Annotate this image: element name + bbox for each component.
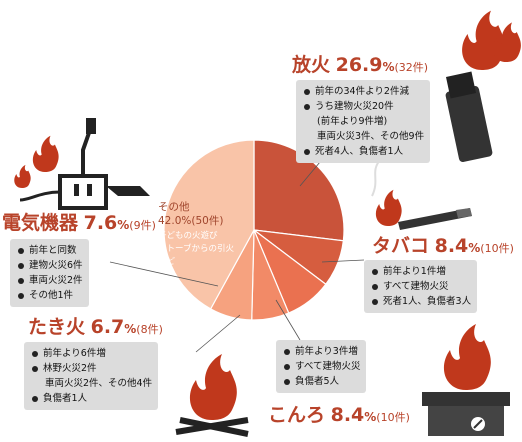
note-item: うち建物火災20件 xyxy=(304,99,424,114)
note-item: 死者1人、負傷者3人 xyxy=(372,294,471,309)
notes-electric: 前年と同数 建物火災6件 車両火災2件 その他1件 xyxy=(10,239,89,307)
bonfire-count: (8件) xyxy=(136,323,163,336)
note-item: 車両火災2件 xyxy=(18,273,83,288)
arson-unit: % xyxy=(382,60,395,74)
other-note-1: 子どもの火遊び xyxy=(158,231,218,241)
electric-count: (9件) xyxy=(129,219,156,232)
notes-bonfire: 前年より6件増 林野火災2件 車両火災2件、その他4件 負傷者1人 xyxy=(24,342,159,410)
note-item: すべて建物火災 xyxy=(372,279,471,294)
note-item: 負傷者1人 xyxy=(32,391,152,406)
tobacco-pct: 8.4 xyxy=(434,235,469,257)
tobacco-name: タバコ xyxy=(372,235,430,257)
note-item: その他1件 xyxy=(18,288,83,303)
leader-tobacco xyxy=(321,259,365,263)
note-item: (前年より9件増) xyxy=(317,116,388,127)
note-item: 車両火災2件、その他4件 xyxy=(45,378,153,389)
note-item: 車両火災3件、その他9件 xyxy=(317,131,425,142)
note-item: 前年と同数 xyxy=(18,243,83,258)
note-item: 前年より3件増 xyxy=(284,344,360,359)
electric-pct: 7.6 xyxy=(83,212,118,234)
electric-unit: % xyxy=(117,218,130,232)
label-arson: 放火 26.9%(32件) xyxy=(292,56,428,75)
stove-count: (10件) xyxy=(376,411,410,424)
note-item: 負傷者5人 xyxy=(284,374,360,389)
label-tobacco: タバコ 8.4%(10件) xyxy=(372,237,514,256)
label-electric: 電気機器 7.6%(9件) xyxy=(2,214,156,233)
label-other: その他 42.0%(50件) 子どもの火遊び ストーブからの引火 など xyxy=(158,200,234,269)
arson-name: 放火 xyxy=(292,54,331,76)
notes-stove: 前年より3件増 すべて建物火災 負傷者5人 xyxy=(276,340,367,393)
other-note-3: など xyxy=(158,257,176,267)
note-item: 林野火災2件 xyxy=(32,361,152,376)
pie-slice-放火 xyxy=(253,139,345,242)
bonfire-unit: % xyxy=(124,322,137,336)
pie-slice-その他 xyxy=(163,139,255,310)
note-item: 前年より6件増 xyxy=(32,346,152,361)
note-item: すべて建物火災 xyxy=(284,359,360,374)
arson-count: (32件) xyxy=(394,61,429,74)
label-stove: こんろ 8.4%(10件) xyxy=(268,406,410,425)
notes-arson: 前年の34件より2件減 うち建物火災20件 (前年より9件増) 車両火災3件、そ… xyxy=(296,80,431,163)
electric-name: 電気機器 xyxy=(2,212,79,234)
tobacco-unit: % xyxy=(468,241,481,255)
stove-unit: % xyxy=(364,410,377,424)
note-item: 建物火災6件 xyxy=(18,258,83,273)
stove-pct: 8.4 xyxy=(330,404,365,426)
plug-icon xyxy=(14,118,150,210)
note-item: 前年の34件より2件減 xyxy=(304,84,424,99)
other-name: その他 xyxy=(158,201,190,213)
bonfire-pct: 6.7 xyxy=(90,316,125,338)
stove-name: こんろ xyxy=(268,404,326,426)
other-note-2: ストーブからの引火 xyxy=(158,244,234,254)
bonfire-name: たき火 xyxy=(28,316,86,338)
notes-tobacco: 前年より1件増 すべて建物火災 死者1人、負傷者3人 xyxy=(364,260,478,313)
campfire-icon xyxy=(175,354,249,437)
arson-pct: 26.9 xyxy=(335,54,383,76)
stove-icon xyxy=(422,324,510,436)
note-item: 前年より1件増 xyxy=(372,264,471,279)
label-bonfire: たき火 6.7%(8件) xyxy=(28,318,163,337)
leader-stove xyxy=(275,299,301,341)
note-item: 死者4人、負傷者1人 xyxy=(304,144,424,159)
lighter-icon xyxy=(445,10,521,163)
tobacco-count: (10件) xyxy=(480,242,514,255)
leader-bonfire xyxy=(195,314,241,353)
other-pct: 42.0%(50件) xyxy=(158,215,224,227)
cigarette-icon xyxy=(371,159,472,230)
leader-electric xyxy=(109,261,219,287)
